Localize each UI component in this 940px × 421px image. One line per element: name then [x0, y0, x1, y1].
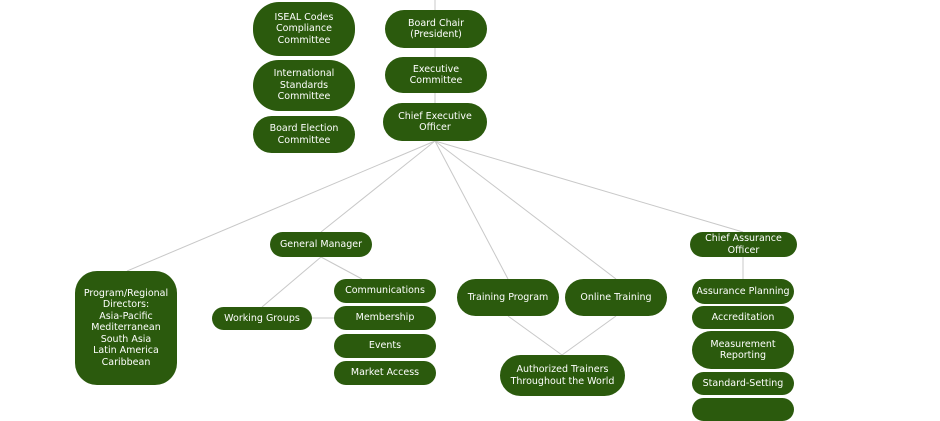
chief-executive-officer-label: Chief Executive Officer — [398, 110, 472, 134]
chief-assurance-officer-node[interactable]: Chief Assurance Officer — [690, 232, 797, 257]
working-groups-node[interactable]: Working Groups — [212, 307, 312, 330]
edge-ceo-to-online-training — [434, 140, 617, 280]
measurement-reporting-label: Measurement Reporting — [710, 338, 776, 362]
iseal-codes-compliance-committee-label: ISEAL Codes Compliance Committee — [274, 11, 334, 46]
authorized-trainers-node[interactable]: Authorized Trainers Throughout the World — [500, 355, 625, 396]
iseal-codes-compliance-committee-node[interactable]: ISEAL Codes Compliance Committee — [253, 2, 355, 56]
market-access-label: Market Access — [350, 367, 420, 379]
general-manager-node[interactable]: General Manager — [270, 232, 372, 257]
authorized-trainers-label: Authorized Trainers Throughout the World — [510, 364, 615, 387]
edge-gm-to-working-groups — [261, 256, 322, 308]
training-program-node[interactable]: Training Program — [457, 279, 559, 316]
chief-assurance-officer-label: Chief Assurance Officer — [705, 233, 782, 256]
accreditation-label: Accreditation — [711, 311, 775, 323]
connector-lines — [126, 0, 744, 356]
edge-ceo-to-chief-assurance — [434, 140, 744, 233]
international-standards-committee-label: International Standards Committee — [273, 68, 335, 103]
online-training-node[interactable]: Online Training — [565, 279, 667, 316]
next-assurance-item-node[interactable] — [692, 398, 794, 421]
assurance-planning-label: Assurance Planning — [696, 285, 790, 297]
edge-online-to-trainers — [561, 315, 617, 356]
executive-committee-label: Executive Committee — [409, 63, 463, 87]
general-manager-label: General Manager — [279, 238, 363, 250]
standard-setting-node[interactable]: Standard-Setting — [692, 372, 794, 395]
edge-ceo-to-program-directors — [126, 140, 436, 272]
market-access-node[interactable]: Market Access — [334, 361, 436, 385]
communications-label: Communications — [345, 285, 425, 297]
edge-ceo-to-training-program — [434, 140, 509, 280]
program-regional-directors-node[interactable]: Program/Regional Directors: Asia-Pacific… — [75, 271, 177, 385]
board-election-committee-label: Board Election Committee — [269, 123, 339, 146]
online-training-label: Online Training — [580, 291, 652, 303]
membership-label: Membership — [355, 312, 415, 324]
board-chair-label: Board Chair (President) — [408, 17, 464, 41]
measurement-reporting-node[interactable]: Measurement Reporting — [692, 331, 794, 369]
working-groups-label: Working Groups — [224, 312, 300, 324]
program-regional-directors-label: Program/Regional Directors: Asia-Pacific… — [83, 287, 169, 368]
edge-ceo-to-general-manager — [320, 140, 436, 233]
membership-node[interactable]: Membership — [334, 306, 436, 330]
standard-setting-label: Standard-Setting — [702, 377, 784, 389]
edge-gm-to-communications — [320, 256, 363, 280]
chief-executive-officer-node[interactable]: Chief Executive Officer — [383, 103, 487, 141]
assurance-planning-node[interactable]: Assurance Planning — [692, 279, 794, 304]
communications-node[interactable]: Communications — [334, 279, 436, 303]
board-chair-node[interactable]: Board Chair (President) — [385, 10, 487, 48]
board-election-committee-node[interactable]: Board Election Committee — [253, 116, 355, 153]
events-node[interactable]: Events — [334, 334, 436, 358]
accreditation-node[interactable]: Accreditation — [692, 306, 794, 329]
edge-training-to-trainers — [507, 315, 563, 356]
training-program-label: Training Program — [467, 291, 549, 303]
events-label: Events — [368, 340, 402, 352]
executive-committee-node[interactable]: Executive Committee — [385, 57, 487, 93]
international-standards-committee-node[interactable]: International Standards Committee — [253, 60, 355, 111]
